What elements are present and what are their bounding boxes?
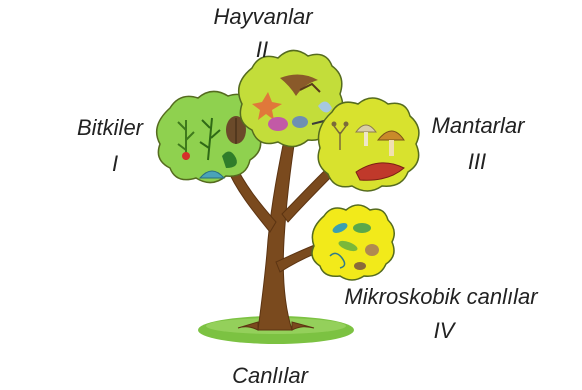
plants-label: Bitkiler — [77, 117, 143, 139]
fungi-label: Mantarlar — [432, 115, 525, 137]
microbes-numeral: IV — [434, 320, 455, 342]
plants-numeral: I — [112, 153, 118, 175]
microbes-label: Mikroskobik canlılar — [344, 286, 537, 308]
animals-numeral: II — [256, 39, 268, 61]
fungi-numeral: III — [468, 151, 486, 173]
fungi-cloud — [318, 98, 419, 191]
microbes-cloud — [312, 205, 394, 280]
root-label: Canlılar — [232, 365, 308, 387]
animals-label: Hayvanlar — [213, 6, 312, 28]
